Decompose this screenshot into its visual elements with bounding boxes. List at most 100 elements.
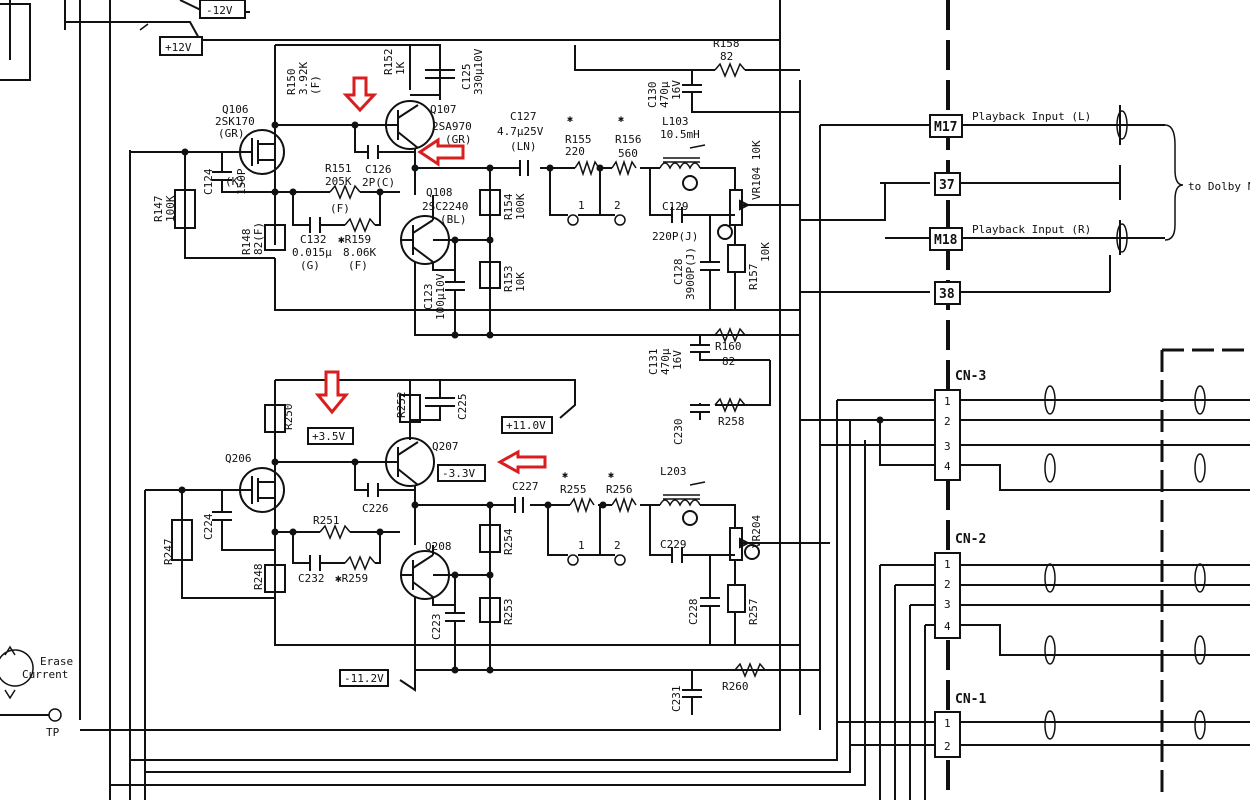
c127-type: (LN) bbox=[510, 140, 537, 153]
to-dolby: to Dolby N bbox=[1188, 180, 1250, 193]
r247-label: R247 bbox=[162, 539, 175, 566]
c127-value: 4.7μ25V bbox=[497, 125, 544, 138]
l103-value: 10.5mH bbox=[660, 128, 700, 141]
r256-label: R256 bbox=[606, 483, 633, 496]
c132-type: (G) bbox=[300, 259, 320, 272]
cn3-pin2: 2 bbox=[944, 415, 951, 428]
c131-label: C131 bbox=[647, 349, 660, 376]
l103-label: L103 bbox=[662, 115, 689, 128]
r260-label: R260 bbox=[722, 680, 749, 693]
r156-star: ✱ bbox=[618, 114, 624, 125]
r152-label: R152 bbox=[382, 49, 395, 76]
r256-star: ✱ bbox=[608, 470, 614, 481]
c129-label: C129 bbox=[662, 200, 689, 213]
c226-label: C226 bbox=[362, 502, 389, 515]
cn1-pin1: 1 bbox=[944, 717, 951, 730]
c128-label: C128 bbox=[672, 259, 685, 286]
cn2-pin1: 1 bbox=[944, 558, 951, 571]
c230-label: C230 bbox=[672, 419, 685, 446]
r157-label: R157 bbox=[747, 264, 760, 291]
r151-label: R151 bbox=[325, 162, 352, 175]
marker-1-lower: 1 bbox=[578, 539, 585, 552]
red-arrow-left-q207 bbox=[496, 449, 547, 475]
l203-label: L203 bbox=[660, 465, 687, 478]
r159-label: ✱R159 bbox=[338, 233, 371, 246]
q107-label: Q107 bbox=[430, 103, 457, 116]
c231-label: C231 bbox=[670, 686, 683, 713]
r153-label: R153 bbox=[502, 266, 515, 293]
cn3-pin4: 4 bbox=[944, 460, 951, 473]
red-annotations bbox=[314, 76, 547, 475]
cn3-pin1: 1 bbox=[944, 395, 951, 408]
q107-part: 2SA970 bbox=[432, 120, 472, 133]
c131-volt: 16V bbox=[671, 350, 684, 370]
lower-channel bbox=[145, 360, 830, 715]
q106-part: 2SK170 bbox=[215, 115, 255, 128]
q108-label: Q108 bbox=[426, 186, 453, 199]
c225-label: C225 bbox=[456, 394, 469, 421]
c130-volt: 16V bbox=[670, 80, 683, 100]
pin-37: 37 bbox=[939, 178, 955, 193]
r158-label: R158 bbox=[713, 37, 740, 50]
marker-2-lower: 2 bbox=[614, 539, 621, 552]
c229-label: C229 bbox=[660, 538, 687, 551]
r147-value: 100K bbox=[164, 195, 177, 222]
label-minus12v: -12V bbox=[206, 4, 233, 17]
r248-label: R248 bbox=[252, 564, 265, 591]
label-plus12v: +12V bbox=[165, 41, 192, 54]
r156-value: 560 bbox=[618, 147, 638, 160]
c123-label: C123 bbox=[422, 284, 435, 311]
vr204-label: VR204 bbox=[750, 515, 763, 548]
c132-label: C132 bbox=[300, 233, 327, 246]
r154-label: R154 bbox=[502, 193, 515, 220]
q108-grade: (BL) bbox=[440, 213, 467, 226]
r257-label: R257 bbox=[747, 599, 760, 626]
c224-label: C224 bbox=[202, 513, 215, 540]
r148-value: 82(F) bbox=[252, 222, 265, 255]
r150-tol: (F) bbox=[309, 75, 322, 95]
r156-label: R156 bbox=[615, 133, 642, 146]
red-arrow-down-q107 bbox=[342, 76, 378, 113]
c124-label: C124 bbox=[202, 168, 215, 195]
c131-value: 470μ bbox=[659, 348, 672, 375]
r255-label: R255 bbox=[560, 483, 587, 496]
connector-wiring bbox=[800, 105, 1250, 746]
r153-value: 10K bbox=[514, 272, 527, 292]
upper-channel bbox=[130, 44, 800, 361]
c123-value: 100μ10V bbox=[434, 273, 447, 320]
r155-star: ✱ bbox=[567, 114, 573, 125]
q208-label: Q208 bbox=[425, 540, 452, 553]
r255-star: ✱ bbox=[562, 470, 568, 481]
c223-label: C223 bbox=[430, 614, 443, 641]
r251-label: R251 bbox=[313, 514, 340, 527]
r252-label: R252 bbox=[395, 392, 408, 419]
r152-value: 1K bbox=[394, 61, 407, 75]
r254-label: R254 bbox=[502, 528, 515, 555]
cn3-pin3: 3 bbox=[944, 440, 951, 453]
r159-value: 8.06K bbox=[343, 246, 376, 259]
r155-value: 220 bbox=[565, 145, 585, 158]
r148-label: R148 bbox=[240, 229, 253, 256]
vr104-label: VR104 10K bbox=[750, 140, 763, 200]
r150-label: R150 bbox=[285, 69, 298, 96]
red-arrow-down-q206 bbox=[314, 370, 350, 415]
voltage-plus110: +11.0V bbox=[506, 419, 546, 432]
cn2-pin3: 3 bbox=[944, 598, 951, 611]
q107-grade: (GR) bbox=[445, 133, 472, 146]
r155-label: R155 bbox=[565, 133, 592, 146]
c132-value: 0.015μ bbox=[292, 246, 332, 259]
r159-tol: (F) bbox=[348, 259, 368, 272]
c130-label: C130 bbox=[646, 82, 659, 109]
c125-label: C125 bbox=[460, 64, 473, 91]
voltage-plus35: +3.5V bbox=[312, 430, 345, 443]
cn1-label: CN-1 bbox=[955, 692, 986, 707]
r158-value: 82 bbox=[720, 50, 733, 63]
cn3-label: CN-3 bbox=[955, 369, 986, 384]
tp-label: TP bbox=[46, 726, 60, 739]
q207-label: Q207 bbox=[432, 440, 459, 453]
r151-tol: (F) bbox=[330, 202, 350, 215]
r258-label: R258 bbox=[718, 415, 745, 428]
r250-label: R250 bbox=[282, 404, 295, 431]
r160-label: R160 bbox=[715, 340, 742, 353]
